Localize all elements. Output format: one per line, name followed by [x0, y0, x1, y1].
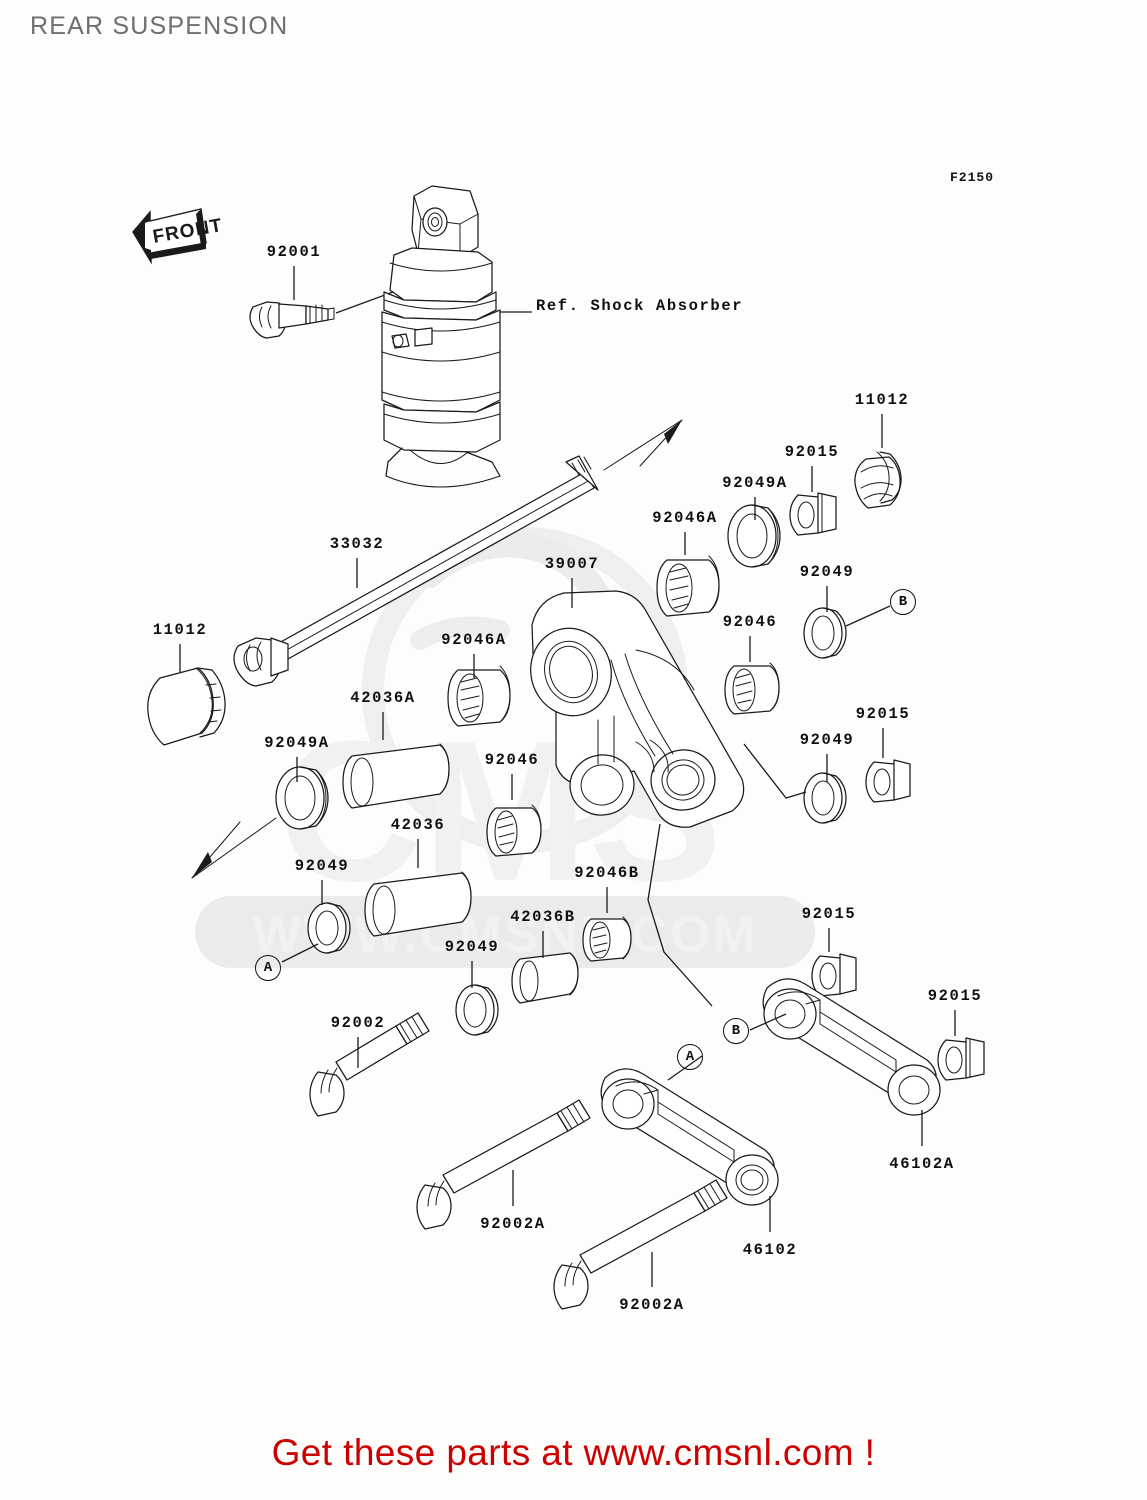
part-92001-bolt: [249, 301, 335, 339]
part-92046A-bearing-right: [656, 555, 720, 617]
part-92002A-bolt-bottom: [553, 1179, 728, 1310]
part-label-92049-right2: 92049: [799, 731, 855, 749]
part-label-92046-right: 92046: [722, 613, 778, 631]
svg-text:CMS: CMS: [278, 700, 722, 923]
part-11012-cap-right: [854, 451, 902, 509]
leader-callout-a-left: [281, 943, 319, 963]
part-33032-shaft: [233, 455, 599, 687]
part-92049A-seal-right: [727, 504, 781, 568]
part-label-92049A-left: 92049A: [264, 734, 330, 752]
part-92015-nut-a: [789, 492, 837, 536]
assembly-arrow-lower-left: [191, 817, 277, 879]
part-label-92049-left: 92049: [294, 857, 350, 875]
part-label-92002A-bottom: 92002A: [619, 1296, 685, 1314]
part-92049-seal-right1: [803, 607, 847, 659]
part-label-92015-c: 92015: [801, 905, 857, 923]
part-label-11012-right: 11012: [854, 391, 910, 409]
part-label-46102: 46102: [742, 1241, 798, 1259]
part-39007-rocker-arm: [530, 590, 745, 828]
part-label-92049A-right: 92049A: [722, 474, 788, 492]
part-92049-seal-left: [307, 902, 351, 954]
svg-text:WWW.CMSNL.COM: WWW.CMSNL.COM: [252, 906, 757, 964]
part-label-92015-d: 92015: [927, 987, 983, 1005]
leader-callout-b-upper: [845, 605, 891, 627]
part-ref-shock-absorber: [381, 185, 501, 488]
part-92049A-seal-left: [275, 766, 329, 830]
leader-92001: [335, 243, 426, 314]
part-label-92049-mid: 92049: [444, 938, 500, 956]
part-label-42036: 42036: [390, 816, 446, 834]
part-92002A-bolt-left: [416, 1099, 591, 1230]
part-label-92002A-left: 92002A: [480, 1215, 546, 1233]
callout-a-left: A: [255, 955, 281, 981]
part-label-92002: 92002: [330, 1014, 386, 1032]
part-label-39007: 39007: [544, 555, 600, 573]
footer-cta: Get these parts at www.cmsnl.com !: [271, 1432, 876, 1473]
part-label-11012-left: 11012: [152, 621, 208, 639]
leader-callout-b-lower: [749, 1013, 787, 1031]
svg-text:FRONT: FRONT: [151, 215, 224, 248]
part-label-92015-a: 92015: [784, 443, 840, 461]
part-42036-collar: [364, 871, 472, 937]
part-46102-tie-rod: [600, 1068, 779, 1206]
part-92046A-bearing-mid: [447, 665, 511, 727]
part-42036A-collar: [342, 743, 450, 809]
front-arrow-marker: FRONT: [132, 208, 224, 265]
part-label-46102A: 46102A: [889, 1155, 955, 1173]
part-label-33032: 33032: [329, 535, 385, 553]
part-92046-bearing-mid: [486, 804, 542, 857]
leader-rocker-right: [743, 743, 807, 799]
callout-b-lower: B: [723, 1018, 749, 1044]
part-92015-nut-b: [865, 759, 911, 803]
part-label-92046-mid: 92046: [484, 751, 540, 769]
assembly-arrow-upper-right: [603, 419, 683, 471]
part-label-92015-b: 92015: [855, 705, 911, 723]
part-92046-bearing-right: [724, 662, 780, 715]
part-92015-nut-c: [811, 953, 857, 997]
part-92049-seal-mid: [455, 984, 499, 1036]
part-42036B-collar: [511, 952, 579, 1004]
part-92015-nut-d: [937, 1037, 985, 1081]
leader-rocker-lower: [647, 823, 713, 1007]
part-11012-cap-left: [147, 667, 226, 746]
part-46102A-tie-rod: [762, 978, 941, 1116]
ref-shock-absorber-label: Ref. Shock Absorber: [536, 297, 744, 315]
part-92046B-bearing: [582, 916, 632, 962]
page-title: REAR SUSPENSION: [30, 12, 289, 40]
part-label-92046B: 92046B: [574, 864, 640, 882]
part-label-92046A-right: 92046A: [652, 509, 718, 527]
part-label-92049-right: 92049: [799, 563, 855, 581]
diagram-code: F2150: [950, 170, 995, 185]
part-92049-seal-right2: [803, 772, 847, 824]
part-label-42036B: 42036B: [510, 908, 576, 926]
part-label-42036A: 42036A: [350, 689, 416, 707]
part-label-92046A-mid: 92046A: [441, 631, 507, 649]
callout-b-upper: B: [890, 589, 916, 615]
part-label-92001: 92001: [266, 243, 322, 261]
callout-a-lower: A: [677, 1044, 703, 1070]
